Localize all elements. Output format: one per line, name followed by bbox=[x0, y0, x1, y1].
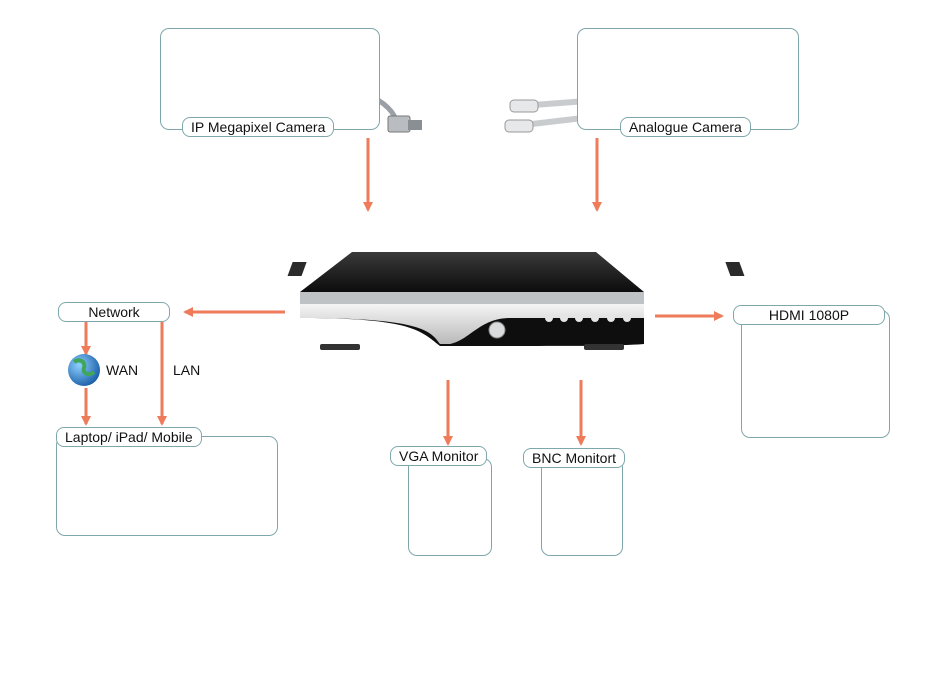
wan-label: WAN bbox=[106, 362, 139, 378]
vga-box bbox=[408, 458, 492, 556]
ip-camera-label: IP Megapixel Camera bbox=[182, 117, 335, 137]
vga-label: VGA Monitor bbox=[390, 446, 488, 466]
arrows bbox=[81, 138, 724, 446]
bnc-label: BNC Monitort bbox=[523, 448, 626, 468]
hdmi-box bbox=[741, 310, 890, 438]
lan-label: LAN bbox=[173, 362, 201, 378]
laptop-box bbox=[56, 436, 278, 536]
dvr-recorder-icon bbox=[287, 252, 745, 350]
bnc-box bbox=[541, 458, 623, 556]
ip-camera-box bbox=[160, 28, 380, 130]
laptop-label: Laptop/ iPad/ Mobile bbox=[56, 427, 202, 447]
analogue-camera-label: Analogue Camera bbox=[620, 117, 751, 137]
hdmi-label: HDMI 1080P bbox=[733, 305, 885, 325]
globe-icon bbox=[68, 354, 100, 386]
network-label: Network bbox=[58, 302, 170, 322]
analogue-camera-box bbox=[577, 28, 799, 130]
